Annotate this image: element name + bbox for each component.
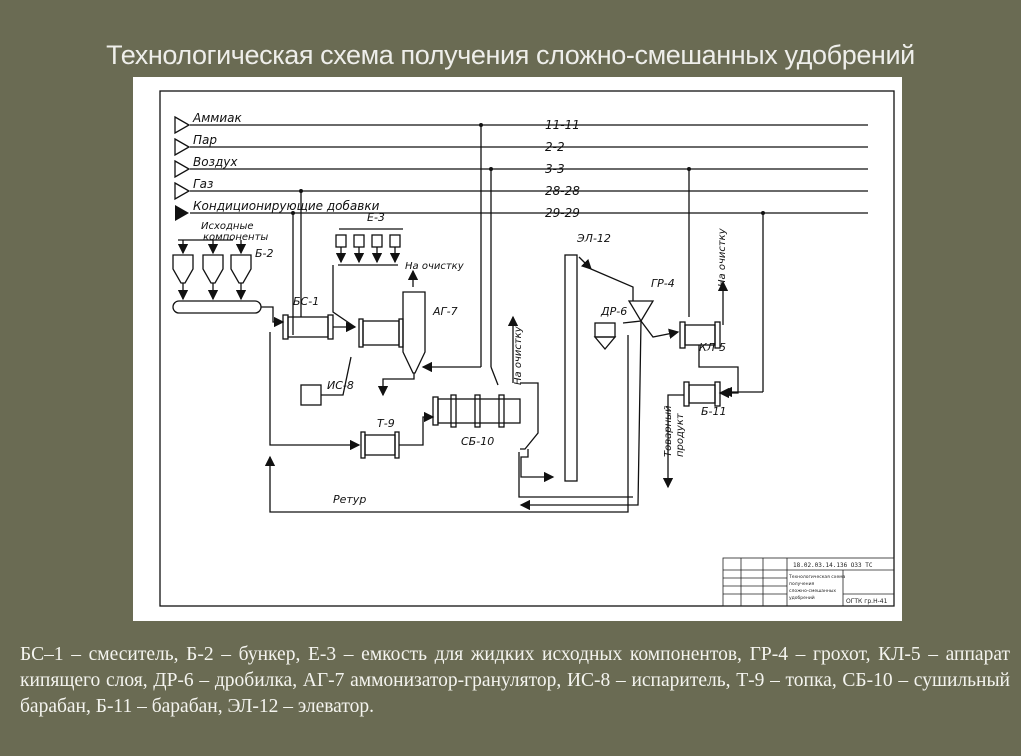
stream-names: Аммиак Пар Воздух Газ Кондиционирующие д… [192, 111, 380, 213]
stream-codes: 11-11 2-2 3-3 28-28 29-29 [545, 118, 580, 220]
drawing-frame [159, 90, 895, 607]
label-bs1: БС-1 [293, 295, 319, 308]
label-dr6: ДР-6 [600, 305, 627, 318]
label-ag7: АГ-7 [432, 305, 458, 318]
label-source-components-1: Исходные [201, 221, 254, 232]
label-b11: Б-11 [701, 405, 727, 418]
label-sb10: СБ-10 [461, 435, 494, 448]
stream-name-ammonia: Аммиак [192, 111, 242, 125]
label-product-2: продукт [675, 412, 686, 457]
slide-title: Технологическая схема получения сложно-с… [106, 40, 915, 70]
process-flow-diagram: Аммиак Пар Воздух Газ Кондиционирующие д… [133, 77, 902, 621]
label-return: Ретур [333, 493, 366, 506]
label-to-cleaning-1: На очистку [405, 261, 465, 272]
ammonizer-ag7 [358, 291, 426, 374]
stamp-title-3: сложно-смешанных [789, 589, 836, 594]
conveyor-belt [172, 300, 262, 314]
stamp-title-2: получения [789, 582, 815, 587]
stream-name-steam: Пар [193, 133, 217, 147]
label-to-cleaning-2: На очистку [513, 325, 524, 385]
stamp-code: 18.02.03.14.136 ОЗЗ ТС [793, 562, 873, 569]
crusher-dr6 [593, 322, 617, 351]
fluidized-bed-kl5 [679, 321, 721, 349]
stream-code-gas: 28-28 [545, 184, 580, 198]
stream-name-additives: Кондиционирующие добавки [193, 199, 380, 213]
label-is8: ИС-8 [327, 379, 354, 392]
label-gr4: ГР-4 [651, 277, 675, 290]
evaporator-is8 [300, 384, 322, 406]
label-t9: Т-9 [377, 417, 395, 430]
elevator-el12 [564, 254, 578, 482]
stream-taps [291, 123, 765, 398]
drum-b11 [683, 381, 721, 407]
drying-drum-sb10 [432, 382, 539, 450]
label-kl5: КЛ-5 [699, 341, 726, 354]
stream-arrow-steam [174, 137, 191, 157]
screen-gr4 [627, 300, 655, 323]
label-source-components-2: компоненты [203, 232, 268, 243]
tanks-e3 [332, 228, 403, 328]
stamp-title-4: удобрений [789, 594, 815, 601]
stream-arrow-ammonia [174, 115, 191, 135]
furnace-t9 [360, 431, 400, 459]
legend-text: БС–1 – смеситель, Б-2 – бункер, Е-3 – ем… [20, 644, 1010, 717]
title-block-stamp: 18.02.03.14.136 ОЗЗ ТС Технологическая с… [722, 557, 895, 607]
stream-arrow-additives [175, 205, 189, 221]
stream-arrow-air [174, 159, 191, 179]
stream-code-ammonia: 11-11 [545, 118, 580, 132]
stamp-title-1: Технологическая схема [788, 574, 846, 580]
label-to-cleaning-3: На очистку [717, 227, 728, 287]
label-b2: Б-2 [255, 247, 274, 260]
stream-code-air: 3-3 [545, 162, 565, 176]
mixer-bs1 [282, 314, 334, 340]
stream-code-steam: 2-2 [545, 140, 565, 154]
stream-name-gas: Газ [193, 177, 213, 191]
stream-code-additives: 29-29 [545, 206, 580, 220]
label-e3: Е-3 [367, 211, 385, 224]
hoppers-b2 [172, 239, 252, 301]
stamp-org: ОГТК гр.Н-41 [846, 598, 888, 605]
process-diagram-svg: Аммиак Пар Воздух Газ Кондиционирующие д… [159, 90, 895, 607]
label-el12: ЭЛ-12 [576, 232, 611, 245]
stream-arrow-gas [174, 181, 191, 201]
stream-name-air: Воздух [193, 155, 238, 169]
